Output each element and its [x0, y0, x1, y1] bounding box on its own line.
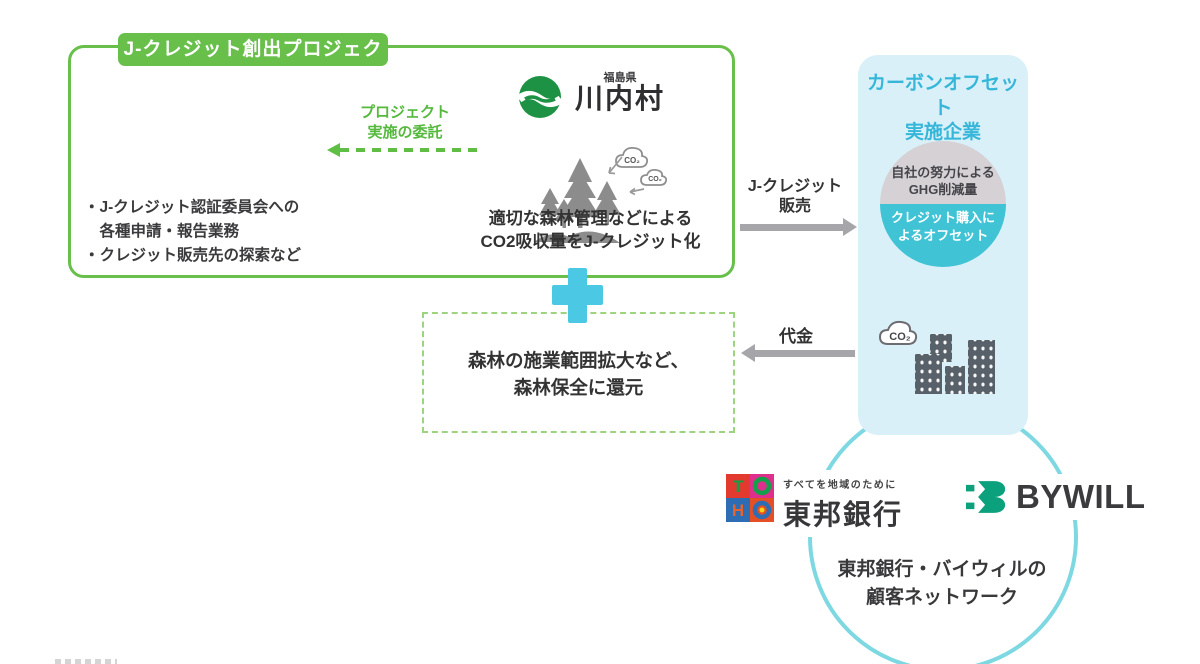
toho-letter: H [732, 501, 744, 520]
clipped-text-fragment [55, 659, 117, 664]
prefecture-label: 福島県 [603, 72, 637, 84]
toho-logo: T H すべてを地域のために 東邦銀行 [720, 470, 910, 537]
task-list: ・J-クレジット認証委員会への 各種申請・報告業務 ・クレジット販売先の探索など [84, 196, 301, 268]
task-line: ・クレジット販売先の探索など [84, 247, 302, 265]
building-shape [968, 340, 995, 394]
toho-letter: T [733, 477, 744, 496]
project-title-badge: J-クレジット創出プロジェクト [118, 33, 388, 93]
co2-cloud-label: CO₂ [624, 156, 640, 165]
forest-caption-line: CO2吸収量をJ-クレジット化 [480, 231, 701, 251]
return-box [422, 312, 735, 433]
task-line: ・J-クレジット認証委員会への [84, 199, 300, 216]
toho-mark-icon: T H [726, 474, 774, 522]
network-caption-line: 顧客ネットワーク [865, 586, 1018, 608]
delegation-label-line: プロジェクト [359, 104, 450, 121]
delegation-label: プロジェクト 実施の委託 [346, 103, 464, 142]
forest-caption-line: 適切な森林管理などによる [488, 209, 693, 228]
offset-company-title: カーボンオフセット 実施企業 [858, 72, 1028, 146]
sale-arrow [740, 218, 857, 236]
kawauchi-emblem-icon [517, 76, 563, 118]
plus-icon [552, 268, 603, 323]
forest-caption: 適切な森林管理などによる CO2吸収量をJ-クレジット化 [448, 208, 733, 254]
credit-offset-line: クレジット購入に [890, 210, 995, 225]
forest-icon: CO₂ CO₂ [534, 146, 668, 243]
sale-arrow-label: J-クレジット 販売 [735, 177, 855, 217]
buildings-icon [908, 326, 1004, 394]
offset-company-title-line: カーボンオフセット [866, 73, 1019, 119]
sale-arrow-label-line: 販売 [778, 198, 811, 215]
ghg-reduction-line: GHG削減量 [908, 182, 978, 198]
return-text-line: 森林の施業範囲拡大など、 [467, 350, 690, 371]
co2-cloud-label: CO₂ [648, 176, 662, 183]
network-caption-line: 東邦銀行・バイウィルの [837, 559, 1047, 580]
village-label: 福島県 川内村 [570, 72, 670, 115]
task-line: 各種申請・報告業務 [84, 223, 240, 241]
emission-circle: 自社の努力による GHG削減量 クレジット購入に よるオフセット [880, 141, 1006, 267]
bywill-wordmark: BYWILL [1016, 478, 1146, 515]
bywill-mark-icon [966, 481, 1006, 513]
bywill-logo-bottom: BYWILL [958, 474, 1154, 520]
offset-company-title-line: 実施企業 [904, 122, 981, 144]
toho-name: 東邦銀行 [783, 499, 904, 530]
delegation-arrow [327, 143, 478, 157]
network-caption: 東邦銀行・バイウィルの 顧客ネットワーク [812, 556, 1072, 611]
ghg-reduction-half: 自社の努力による GHG削減量 [880, 141, 1006, 204]
credit-offset-line: よるオフセット [897, 227, 989, 243]
sale-arrow-label-line: J-クレジット [747, 178, 843, 195]
delegation-label-line: 実施の委託 [367, 123, 443, 141]
village-name: 川内村 [574, 83, 665, 115]
co2-cloud-icon: CO₂ [878, 320, 918, 345]
payment-arrow [741, 344, 855, 362]
return-text-line: 森林保全に還元 [513, 376, 644, 398]
building-shape [945, 366, 965, 394]
toho-tagline: すべてを地域のために [783, 480, 897, 491]
building-shape [915, 354, 942, 394]
co2-cloud-label: CO₂ [889, 331, 911, 343]
payment-label: 代金 [779, 327, 813, 346]
return-text: 森林の施業範囲拡大など、 森林保全に還元 [422, 348, 735, 402]
ghg-reduction-line: 自社の努力による [891, 164, 995, 180]
